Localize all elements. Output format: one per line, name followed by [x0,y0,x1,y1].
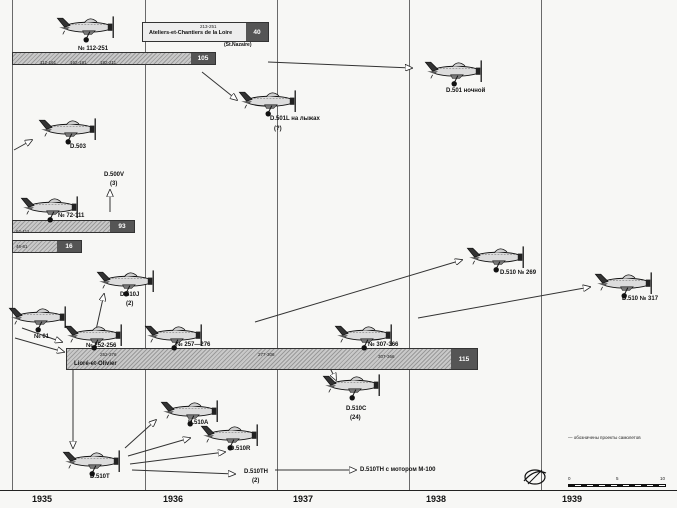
main-count: 115 [451,349,477,369]
label-n72: № 72-111 [58,213,85,219]
label-d501-night: D.501 ночной [446,88,486,94]
mid-production-bar: 93 [12,220,135,233]
small-count: 16 [57,241,81,252]
scale-bar [568,484,666,487]
year-1937: 1937 [293,494,314,504]
top-range-1: 112-161 [40,60,57,65]
label-n112: № 112-251 [78,46,109,52]
label-d510th-count: (2) [252,478,260,484]
year-1935: 1935 [32,494,53,504]
label-n307: № 307-366 [368,342,399,348]
year-gridline [145,0,146,490]
scale-label-0: 0 [568,476,571,481]
top-production-bar: 105 [12,52,216,65]
label-d500v: D.500V [104,172,125,178]
top-range-2: 162-181 [70,60,87,65]
label-d510t: D.510T [90,474,110,480]
main-production-bar: 115 [66,348,478,370]
year-1936: 1936 [163,494,184,504]
aircraft-d510c-icon [318,370,390,404]
aircraft-n72-icon [16,192,88,226]
label-d510j-count: (2) [126,301,134,307]
top-count: 105 [191,53,215,64]
mid-range: 62-111 [16,229,30,234]
main-range-3: 307-366 [378,354,395,359]
label-d510j: D.510J [120,292,140,298]
label-d510r: D.510R [230,446,251,452]
arrow [417,287,590,319]
loire-bar: 40 [142,22,269,42]
scale-label-10: 10 [660,476,666,481]
loire-maker: Ateliers-et-Chantiers de la Loire [149,30,233,36]
label-d510th-m100: D.510TH с мотором М-100 [360,467,436,473]
loire-city: (St.Nazaire) [224,42,252,48]
main-range-2: 277-306 [258,352,275,357]
label-d510-269: D.510 № 269 [500,270,537,276]
loire-count: 40 [246,23,268,41]
scale-label-5: 5 [616,476,619,481]
year-1938: 1938 [426,494,447,504]
label-d500v-count: (3) [110,181,118,187]
arrow [21,327,62,342]
arrow [95,294,104,331]
label-d503: D.503 [70,144,87,150]
label-d510-317: D.510 № 317 [622,296,659,302]
arrow [201,71,237,100]
year-axis: 1935 1936 1937 1938 1939 [0,490,677,508]
label-d510c-count: (24) [350,415,361,421]
emblem-icon [523,469,547,485]
main-maker: Lioré-et-Olivier [74,361,117,367]
label-d510a: D.510A [188,420,209,426]
label-d510c: D.510C [346,406,367,412]
aircraft-d501l-icon [234,86,306,120]
top-range-3: 182-211 [100,60,117,65]
aircraft-d500-icon [52,12,124,46]
aircraft-d503-icon [34,114,106,148]
mid-count: 93 [110,221,134,232]
legend-note: — обозначены проекты самолетов [568,435,641,440]
label-d510th: D.510TH [244,469,269,475]
label-n01: № 01 [34,334,50,340]
small-range: 46-61 [16,244,28,249]
label-n252: № 252-256 [86,343,117,349]
year-1939: 1939 [562,494,583,504]
arrow [329,367,336,380]
arrow [267,61,412,68]
arrow [14,337,64,352]
arrow [131,469,235,474]
aircraft-d501-night-icon [420,56,492,90]
label-d501l: D.501L на лыжах [270,116,320,122]
arrow [13,140,32,151]
main-range-1: 252-276 [100,352,117,357]
loire-range: 213-251 [200,24,217,29]
year-gridline [277,0,278,490]
year-gridline [541,0,542,490]
arrow [254,260,462,323]
label-n257: № 257—276 [176,342,211,348]
label-d501l-count: (?) [274,126,282,132]
arrow [129,452,225,465]
small-production-bar: 16 [12,240,82,253]
arrow [124,420,156,449]
year-gridline [409,0,410,490]
arrow [127,438,190,457]
